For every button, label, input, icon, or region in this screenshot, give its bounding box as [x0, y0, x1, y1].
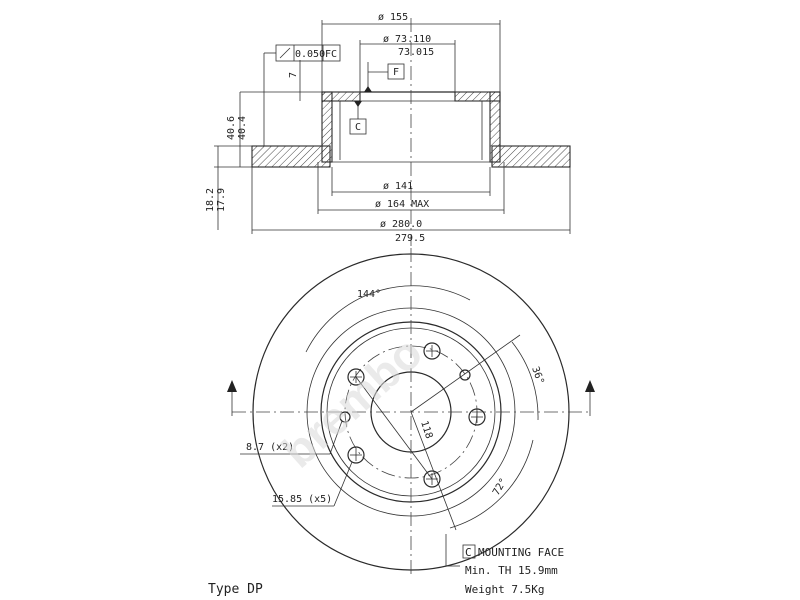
dim-40-6: 40.6 [226, 116, 237, 140]
notes-block: C MOUNTING FACE Min. TH 15.9mm Weight 7.… [445, 534, 564, 596]
dim-dia-155: ø 155 [378, 12, 408, 23]
mounting-c-box [462, 544, 476, 559]
angle-36: 36° [529, 365, 546, 386]
min-thickness: Min. TH 15.9mm [465, 564, 558, 577]
hole-8-7-label: 8.7 (x2) [246, 442, 294, 453]
dim-dia-164: ø 164 MAX [375, 199, 429, 210]
dim-pcd-118: 118 [418, 420, 434, 441]
dim-17-9: 17.9 [216, 188, 227, 212]
mounting-c: C [465, 546, 472, 559]
front-view: 118 144° 36° 72° 8.7 (x2) 15.85 (x5) [227, 248, 595, 576]
flatness-datum: FC [325, 49, 337, 60]
mounting-face: MOUNTING FACE [478, 546, 564, 559]
section-arrow-left [227, 380, 237, 392]
datum-f: F [393, 67, 399, 78]
hat-wall-right [489, 91, 501, 163]
dim-dia-280: ø 280.0 [380, 219, 422, 230]
dim-40-4: 40.4 [237, 116, 248, 140]
datum-f-box [387, 63, 405, 80]
locating-hole [339, 411, 351, 423]
hole-15-85-label: 15.85 (x5) [272, 494, 332, 505]
hat-top-right [454, 91, 501, 102]
locating-holes [339, 369, 471, 423]
type-label: Type DP [208, 582, 263, 597]
section-arrow-right [585, 380, 595, 392]
dim-dia-73-015: 73.015 [398, 47, 434, 58]
bolt-hole [423, 342, 441, 360]
angle-144: 144° [357, 289, 381, 300]
bolt-hole [423, 470, 441, 488]
weight: Weight 7.5Kg [465, 583, 544, 596]
flatness-value: 0.050 [295, 49, 325, 60]
datum-c: C [355, 122, 361, 133]
dim-dia-73-110: ø 73.110 [383, 34, 431, 45]
bolt-hole [468, 408, 486, 426]
bolt-hole [347, 368, 365, 386]
hat-top-left [321, 91, 361, 102]
dim-18-2: 18.2 [205, 188, 216, 212]
dim-dia-279-5: 279.5 [395, 233, 425, 244]
bolt-hole [347, 446, 365, 464]
dim-7: 7 [288, 72, 299, 78]
hat-wall-left [321, 91, 333, 163]
locating-hole [459, 369, 471, 381]
angle-72: 72° [491, 476, 510, 497]
section-view: ø 155 ø 73.110 73.015 0.050 FC F C 7 [205, 12, 571, 246]
flatness-icon [279, 47, 291, 59]
dim-dia-141: ø 141 [383, 181, 413, 192]
